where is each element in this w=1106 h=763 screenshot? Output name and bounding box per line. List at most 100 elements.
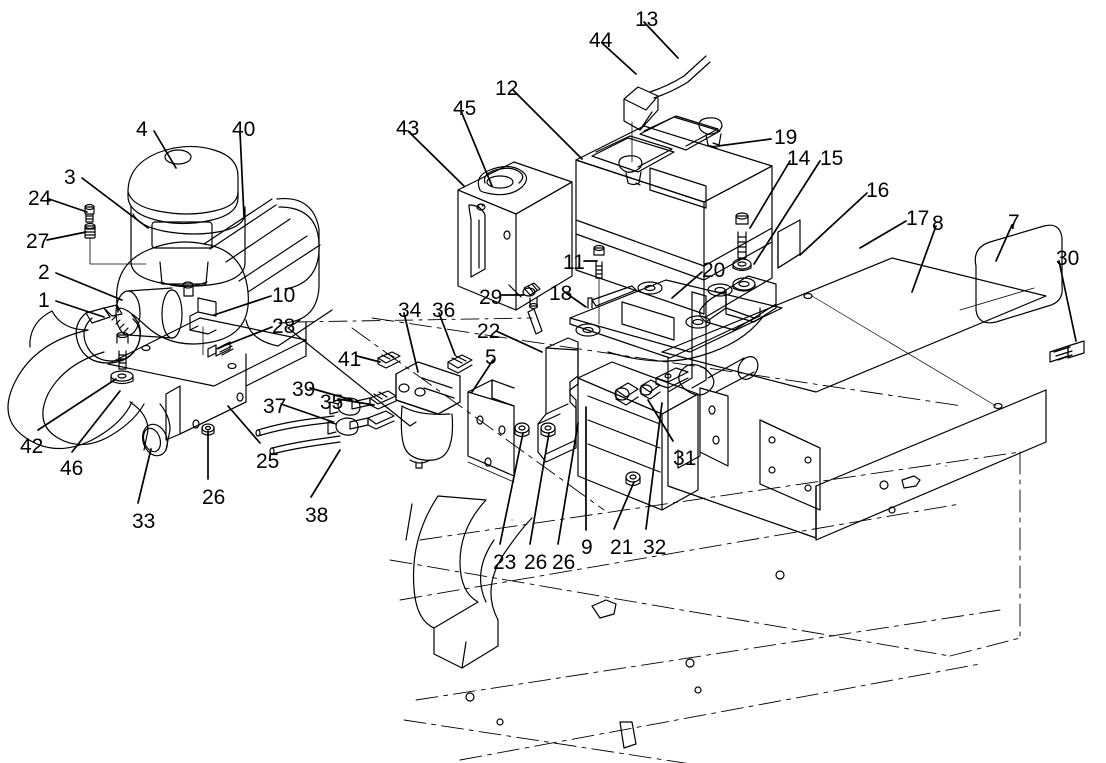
callout-number-31: 31	[673, 447, 697, 470]
callout-leader-32	[645, 402, 663, 530]
callout-leader-37	[280, 403, 334, 423]
callout-number-9: 9	[581, 536, 593, 559]
fender-shield	[405, 495, 533, 669]
callout-leader-25	[227, 405, 261, 444]
intake-hose-33	[7, 310, 171, 457]
callout-number-46: 46	[60, 457, 84, 480]
callout-number-39: 39	[292, 378, 316, 401]
callout-number-40: 40	[232, 118, 256, 141]
callout-number-26: 26	[202, 486, 226, 509]
battery-12	[575, 115, 773, 319]
callout-number-5: 5	[485, 346, 497, 369]
callout-number-12: 12	[495, 77, 519, 100]
callout-leader-12	[512, 89, 583, 160]
callout-leader-17	[859, 220, 907, 249]
callout-leader-20	[671, 271, 703, 299]
callout-number-37: 37	[263, 395, 287, 418]
callout-number-1: 1	[38, 289, 50, 312]
callout-leader-1	[55, 300, 105, 318]
callout-leader-21	[613, 481, 635, 530]
callout-number-20: 20	[702, 259, 726, 282]
air-cleaner-body	[115, 197, 333, 347]
callout-number-33: 33	[132, 510, 156, 533]
callout-number-24: 24	[28, 187, 52, 210]
callout-number-21: 21	[610, 536, 634, 559]
callout-number-26: 26	[552, 551, 576, 574]
callout-leader-14	[749, 160, 791, 229]
callout-leader-23	[499, 432, 524, 545]
air-cleaner-bracket	[107, 297, 307, 441]
callout-number-18: 18	[549, 282, 573, 305]
fittings-31-32	[614, 367, 689, 406]
callout-leader-41	[356, 355, 381, 363]
callout-number-34: 34	[398, 299, 422, 322]
callout-number-32: 32	[643, 536, 667, 559]
fitting-29	[522, 282, 543, 335]
callout-number-23: 23	[493, 551, 517, 574]
callout-number-38: 38	[305, 504, 329, 527]
callout-leader-38	[310, 449, 341, 498]
callout-leader-4	[153, 130, 177, 169]
callout-leader-34	[403, 312, 419, 373]
callout-leader-39	[309, 387, 353, 401]
decal-7	[959, 224, 1063, 324]
callout-leader-15	[753, 160, 821, 265]
callout-number-3: 3	[64, 166, 76, 189]
coolant-reservoir	[457, 161, 573, 311]
battery-cable	[623, 55, 711, 163]
callout-number-2: 2	[38, 261, 50, 284]
battery-tray	[569, 244, 783, 362]
callout-number-10: 10	[272, 284, 296, 307]
callout-number-27: 27	[26, 230, 50, 253]
callout-number-4: 4	[136, 118, 148, 141]
main-frame	[271, 219, 1047, 763]
callout-number-17: 17	[906, 207, 930, 230]
callout-number-36: 36	[432, 299, 456, 322]
callout-number-43: 43	[396, 117, 420, 140]
callout-leader-16	[799, 192, 868, 256]
callout-number-42: 42	[20, 435, 44, 458]
battery-holddown-16-17	[699, 212, 777, 331]
callout-leader-3	[81, 177, 149, 229]
callout-leader-36	[438, 312, 456, 356]
callout-leader-10	[213, 295, 272, 316]
callout-number-25: 25	[256, 450, 280, 473]
callout-leader-7	[995, 224, 1013, 262]
callout-number-15: 15	[820, 147, 844, 170]
callout-number-29: 29	[479, 286, 503, 309]
callout-number-26: 26	[524, 551, 548, 574]
callout-number-35: 35	[320, 391, 344, 414]
callout-leader-46	[71, 390, 121, 453]
callout-leader-35	[337, 398, 375, 406]
callout-leader-8	[911, 225, 937, 293]
callout-number-7: 7	[1008, 211, 1020, 234]
callout-number-11: 11	[563, 251, 585, 274]
fuel-filter-assembly	[327, 351, 473, 469]
callout-number-19: 19	[774, 126, 798, 149]
callout-leader-19	[717, 138, 772, 147]
callout-number-22: 22	[477, 320, 501, 343]
callout-leader-2	[55, 272, 123, 301]
callout-leader-13	[643, 21, 679, 59]
callout-number-41: 41	[338, 348, 362, 371]
callout-leader-28	[225, 326, 273, 346]
callout-leader-5	[471, 359, 494, 393]
callout-leader-26	[529, 432, 550, 545]
callout-leader-33	[137, 448, 152, 504]
callout-leader-44	[601, 42, 637, 75]
callout-leader-26	[557, 422, 579, 545]
callout-number-28: 28	[272, 315, 296, 338]
callout-leader-30	[1058, 260, 1077, 342]
bolt-30	[1049, 340, 1085, 363]
callout-number-30: 30	[1056, 247, 1080, 270]
callout-leader-22	[495, 330, 543, 353]
callout-leader-42	[37, 378, 117, 431]
callout-number-44: 44	[589, 29, 613, 52]
fastener-42-46	[110, 331, 134, 385]
callout-number-45: 45	[453, 97, 477, 120]
callout-number-8: 8	[932, 212, 944, 235]
callout-leader-24	[48, 198, 88, 213]
